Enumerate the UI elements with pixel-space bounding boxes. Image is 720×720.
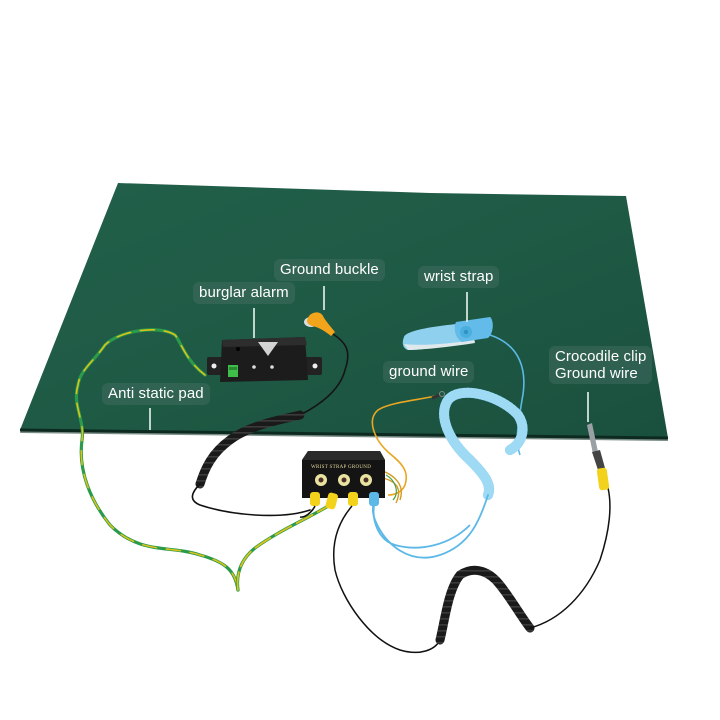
callout-crocodile-clip-line2: Ground wire (555, 365, 638, 382)
crocodile-clip (587, 423, 610, 491)
callout-crocodile-clip-line1: Crocodile clip (555, 348, 647, 365)
callout-burglar-alarm: burglar alarm (193, 282, 295, 304)
leader-line-ground-buckle (323, 286, 325, 310)
jack-sockets (315, 474, 372, 486)
yellow-green-ground-wire (74, 328, 332, 592)
callout-crocodile-clip: Crocodile clip Ground wire (549, 346, 653, 384)
ground-buckle (304, 312, 335, 336)
wrist-strap-ground-box (302, 451, 385, 510)
callout-ground-wire: ground wire (383, 361, 475, 383)
leader-line-burglar-alarm (253, 308, 255, 338)
callout-anti-static-pad: Anti static pad (102, 383, 210, 405)
callout-ground-buckle: Ground buckle (274, 259, 385, 281)
orange-ground-wire (371, 391, 445, 504)
callout-wrist-strap: wrist strap (418, 266, 500, 288)
wrist-strap (402, 317, 493, 350)
ground-box-cords (299, 505, 471, 654)
ground-box-label: WRIST STRAP GROUND (311, 465, 372, 470)
black-coil-cord-left (191, 410, 311, 517)
black-coil-cord-right (435, 487, 611, 645)
banana-plugs (310, 492, 379, 510)
burglar-alarm-device (207, 337, 322, 382)
anti-static-mat (19, 183, 669, 441)
leader-line-crocodile-clip (587, 392, 589, 422)
leader-line-wrist-strap (466, 292, 468, 322)
ground-buckle-cord (299, 333, 349, 416)
leader-line-anti-static-pad (149, 408, 151, 430)
